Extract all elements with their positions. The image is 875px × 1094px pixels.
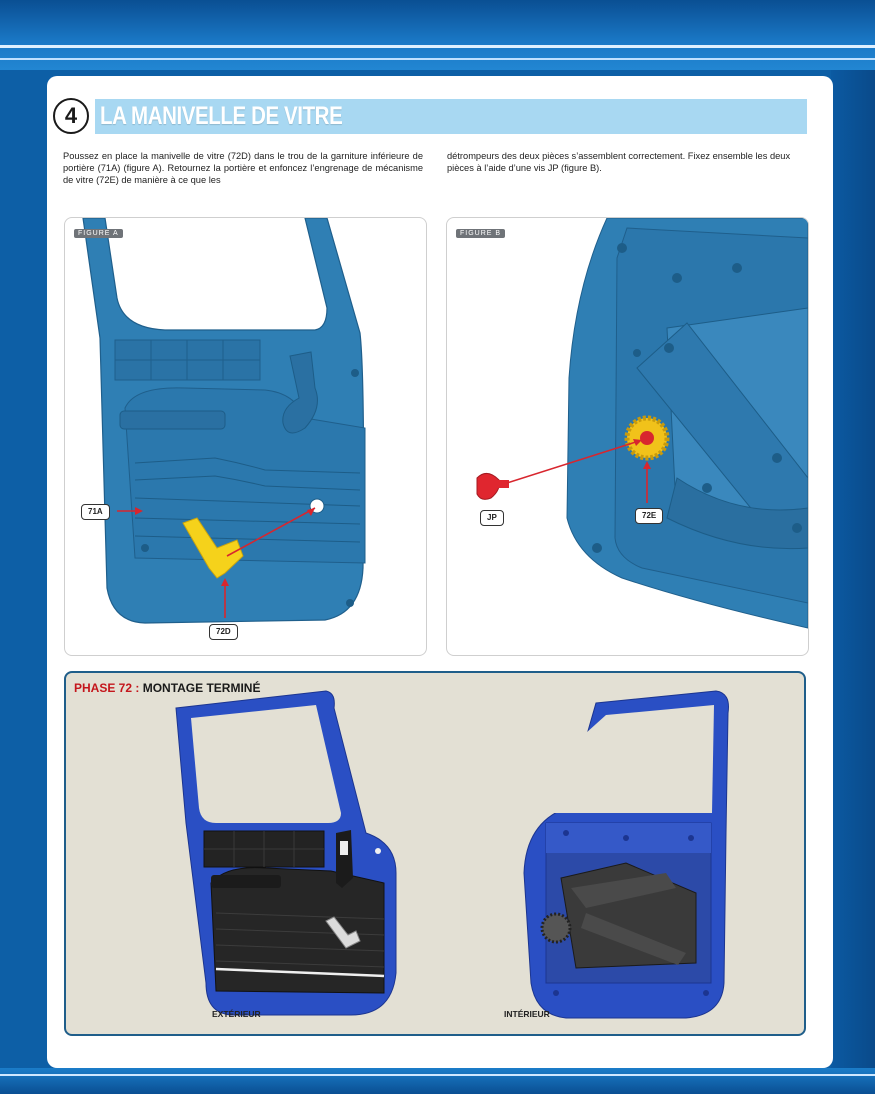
caption-exterior: EXTÉRIEUR xyxy=(212,1009,261,1019)
bottom-banner xyxy=(0,1068,875,1094)
top-stripe-thin xyxy=(0,58,875,60)
figure-b-tag: FIGURE B xyxy=(456,229,506,238)
step-title: LA MANIVELLE DE VITRE xyxy=(100,102,343,130)
phase-number: PHASE 72 : xyxy=(74,681,140,695)
door-exterior xyxy=(175,690,397,1016)
instruction-text-col2: détrompeurs des deux pièces s’assemblent… xyxy=(447,151,791,173)
finished-doors-illustration xyxy=(175,690,729,1019)
side-banner xyxy=(831,70,875,1070)
part-label-72d: 72D xyxy=(209,624,238,640)
phase-title: PHASE 72 : MONTAGE TERMINÉ xyxy=(74,681,260,695)
step-title-bar xyxy=(95,99,807,134)
part-label-jp: JP xyxy=(480,510,504,526)
figure-b: FIGURE B JP 72E xyxy=(446,217,809,656)
door-mechanism-illustration xyxy=(476,218,808,629)
phase-summary-box: PHASE 72 : MONTAGE TERMINÉ xyxy=(64,671,806,1036)
door-panel-illustration xyxy=(82,218,366,624)
figure-a-tag: FIGURE A xyxy=(74,229,123,238)
top-stripe xyxy=(0,45,875,48)
instruction-text-col1: Poussez en place la manivelle de vitre (… xyxy=(63,151,423,185)
part-label-71a: 71A xyxy=(81,504,110,520)
step-number-badge: 4 xyxy=(53,98,89,134)
figure-a: FIGURE A 71A 72D xyxy=(64,217,427,656)
phase-heading: MONTAGE TERMINÉ xyxy=(142,681,261,695)
bottom-stripe xyxy=(0,1074,875,1076)
door-interior xyxy=(523,690,729,1019)
part-label-72e: 72E xyxy=(635,508,664,524)
caption-interior: INTÉRIEUR xyxy=(504,1009,550,1019)
